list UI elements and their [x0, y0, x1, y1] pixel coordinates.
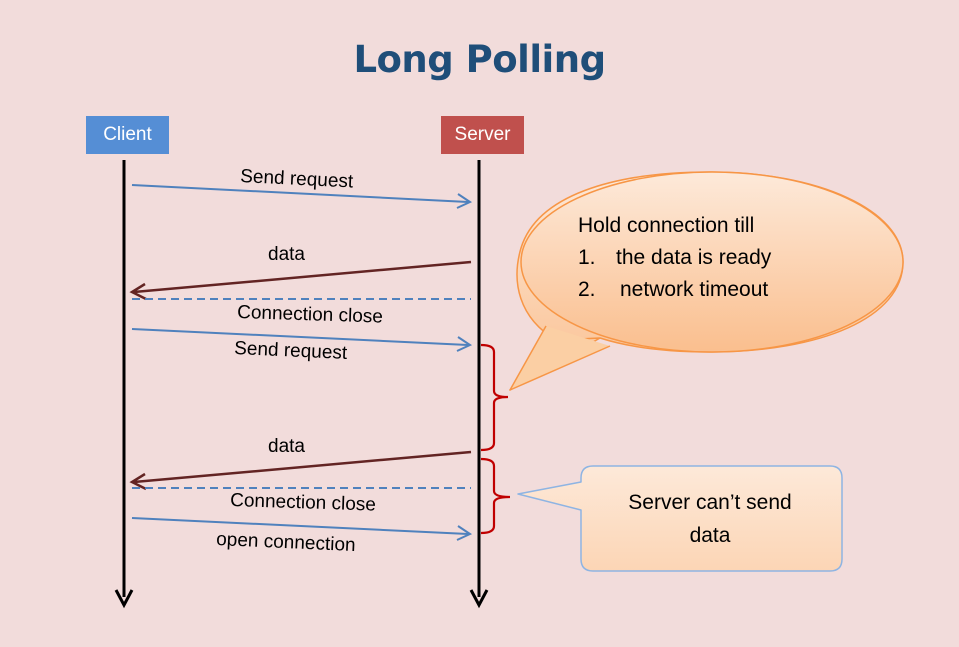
message-label: Send request: [234, 338, 349, 364]
message-label: data: [268, 244, 305, 265]
timeout-bracket: [480, 457, 511, 535]
list-text: the data is ready: [616, 246, 772, 269]
message-data-2: data: [129, 436, 472, 491]
connection-close-1: Connection close: [132, 298, 471, 328]
hold-bracket: [480, 343, 509, 452]
message-label: data: [268, 436, 305, 457]
hold-note-title: Hold connection till: [578, 214, 755, 237]
hold-note-item: 1. the data is ready: [578, 242, 771, 274]
server-participant: Server: [441, 116, 524, 154]
hold-note-item: 2. network timeout: [578, 274, 768, 306]
message-label: open connection: [216, 529, 356, 556]
client-lifeline: [114, 160, 134, 609]
page-title: Long Polling: [353, 38, 606, 81]
connection-close-2: Connection close: [132, 487, 471, 516]
list-text: network timeout: [620, 278, 769, 301]
message-open-connection: open connection: [131, 517, 473, 556]
client-participant: Client: [86, 116, 169, 154]
cant-send-callout-box: [517, 465, 843, 572]
server-lifeline: [469, 160, 489, 609]
message-label: Connection close: [237, 302, 383, 328]
list-number: 1.: [578, 246, 596, 269]
message-data-1: data: [129, 244, 472, 301]
message-send-request-1: Send request: [131, 166, 473, 209]
message-label: Connection close: [230, 490, 376, 516]
cant-send-line: Server can’t send: [628, 491, 792, 514]
cant-send-line: data: [689, 524, 731, 547]
list-number: 2.: [578, 278, 596, 301]
message-send-request-2: Send request: [131, 328, 473, 364]
cant-send-note: Server can’t send data: [600, 486, 820, 552]
message-label: Send request: [240, 166, 355, 193]
